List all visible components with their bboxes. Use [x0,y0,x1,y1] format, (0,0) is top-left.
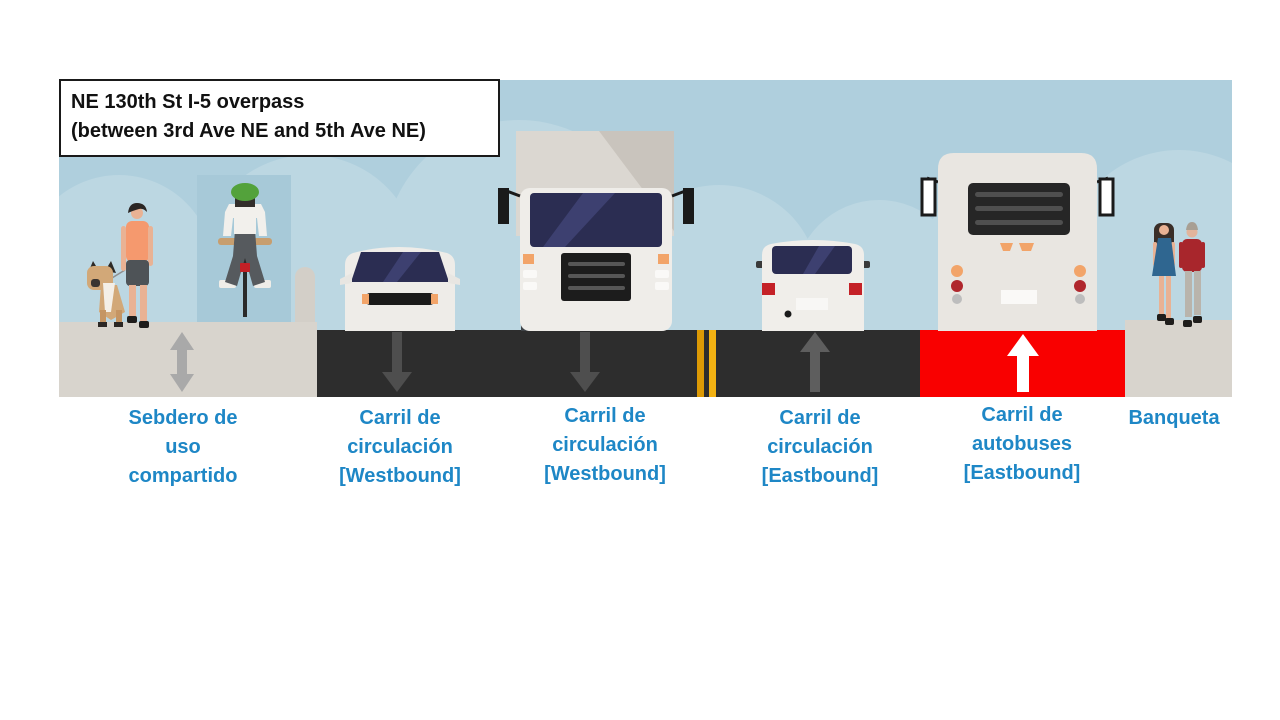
label-line: circulación [347,436,453,458]
cyclist [218,183,272,317]
lane-label-shared-use-path: Sebdero de uso compartido [93,404,273,491]
two-way-arrow-icon [170,332,194,392]
shared-use-path-surface [59,322,317,397]
label-line: [Eastbound] [963,462,1081,484]
taillight-right [849,283,862,295]
sidewalk-surface [1125,320,1232,397]
pedestrian-walking-dog [87,203,153,328]
white-car-rear-eastbound [756,240,870,331]
label-line: compartido [128,465,238,487]
bus-light-red-right [1074,280,1086,292]
bus-light-orange-right [1074,265,1086,277]
white-box-truck-westbound [498,131,694,331]
lane-label-westbound-1: Carril de circulación [Westbound] [310,404,490,491]
walker [121,203,153,328]
cross-section-svg [59,80,1232,397]
label-line: [Eastbound] [761,465,879,487]
bus-light-red-left [951,280,963,292]
car-mirror-right [448,273,460,285]
bike-tail-light [240,263,250,272]
dog [87,261,125,327]
lane-label-eastbound: Carril de circulación [Eastbound] [730,404,910,491]
cyclist-pants [225,230,265,286]
truck-mirror-left [498,188,509,224]
title-line-2: (between 3rd Ave NE and 5th Ave NE) [71,120,426,142]
westbound-arrow-icon-2 [570,332,600,392]
white-car-front-westbound [340,247,460,331]
bus-rear-eastbound [920,153,1115,331]
center-line-stripe-left [697,330,704,397]
exhaust [784,310,792,318]
license-plate [796,298,828,310]
bus-mirror-right [1098,177,1115,217]
label-line: Banqueta [1128,407,1220,429]
bus-lane-arrow-icon [1007,334,1039,392]
center-line-stripe-right [709,330,716,397]
road-surface [317,330,920,397]
pedestrian-couple [1152,222,1205,327]
blue-dress [1152,238,1176,276]
bollard [295,267,315,322]
label-line: Carril de [779,407,861,429]
woman-blue-dress [1152,223,1176,325]
bus-mirror-left [920,177,937,217]
taillight-left [762,283,775,295]
bus-light-orange-left [951,265,963,277]
label-line: Carril de [564,405,646,427]
truck-mirror-right [683,188,694,224]
bus-body [938,153,1097,331]
lane-label-bus-lane: Carril de autobuses [Eastbound] [932,401,1112,488]
lane-label-westbound-2: Carril de circulación [Westbound] [515,402,695,489]
label-line: uso [165,436,201,458]
title-box: NE 130th St I-5 overpass (between 3rd Av… [59,79,500,157]
car-grille [365,293,435,305]
label-line: circulación [767,436,873,458]
red-sweater [1182,239,1202,272]
label-line: [Westbound] [544,463,666,485]
car-mirror-left [340,273,352,285]
lane-label-sidewalk: Banqueta [1104,404,1244,433]
man-red-sweater [1179,222,1205,327]
label-line: Carril de [359,407,441,429]
cyclist-hair [235,198,255,207]
eastbound-arrow-icon [800,332,830,392]
bus-light-gray-left [952,294,962,304]
title-line-1: NE 130th St I-5 overpass [71,91,305,113]
westbound-arrow-icon-1 [382,332,412,392]
label-line: autobuses [971,433,1073,455]
label-line: Sebdero de [128,407,238,429]
bus-light-gray-right [1075,294,1085,304]
label-line: [Westbound] [339,465,461,487]
green-helmet [231,183,259,201]
street-cross-section-illustration [59,80,1232,397]
bus-license-plate [1001,290,1037,304]
label-line: Carril de [981,404,1063,426]
label-line: circulación [552,434,658,456]
